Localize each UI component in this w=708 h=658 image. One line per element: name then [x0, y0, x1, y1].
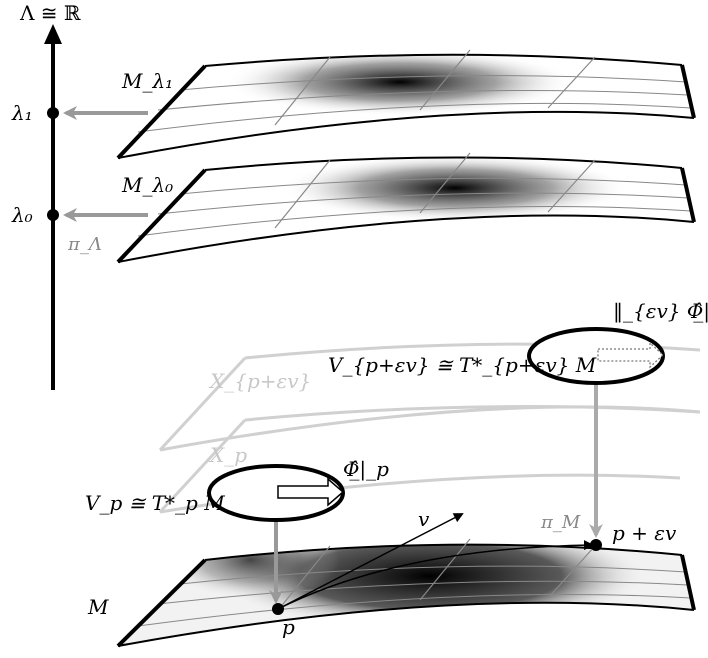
fiber-ellipse-p-eps: [527, 327, 665, 385]
fiber-ellipse-p: [207, 464, 345, 522]
lambda0-label: λ₀: [11, 203, 33, 227]
surface-m-lambda0: M_λ₀: [116, 152, 696, 264]
x-p-label: X_p: [208, 443, 247, 467]
m-lambda0-label: M_λ₀: [121, 173, 173, 197]
axis-arrowhead: [44, 24, 62, 44]
p-label: p: [282, 615, 295, 639]
v-p-eps-label: V_{p+εv} ≅ T*_{p+εv} M: [328, 353, 597, 377]
point-p-eps: [590, 539, 602, 551]
lambda0-point: [47, 209, 59, 221]
curve-to-p-eps: [277, 540, 594, 610]
p-eps-label: p + εv: [612, 521, 677, 545]
phi-label: Φ̲̂|_p: [343, 457, 389, 482]
fiber-v-p: V_p ≅ T*_p M Φ̲̂|_p: [85, 457, 389, 522]
surface-m: M: [87, 538, 696, 648]
pi-lambda-label: π_Λ: [67, 234, 102, 255]
m-lambda1-label: M_λ₁: [121, 69, 173, 93]
tangent-vector-v: [277, 513, 464, 610]
v-label: v: [418, 507, 430, 531]
v-p-label: V_p ≅ T*_p M: [85, 491, 225, 515]
transported-vector-arrow: [597, 341, 664, 369]
pi-m-label: π_M: [540, 512, 581, 533]
lambda1-point: [47, 107, 59, 119]
lambda-axis: Λ ≅ ℝ λ₁ λ₀: [11, 1, 81, 390]
fiber-plane-x-p-eps: X_{p+εv}: [158, 342, 701, 452]
phi-vector-arrow: [277, 477, 345, 507]
x-p-eps-label: X_{p+εv}: [208, 369, 311, 393]
m-label: M: [87, 595, 109, 619]
transport-label: ‖_{εv} Φ̲̂|_p: [613, 299, 708, 324]
lambda1-label: λ₁: [11, 101, 33, 125]
axis-label: Λ ≅ ℝ: [19, 1, 81, 25]
point-p: [272, 603, 284, 615]
fiber-v-p-eps: V_{p+εv} ≅ T*_{p+εv} M ‖_{εv} Φ̲̂|_p: [328, 299, 708, 385]
surface-m-lambda1: M_λ₁: [116, 49, 696, 160]
